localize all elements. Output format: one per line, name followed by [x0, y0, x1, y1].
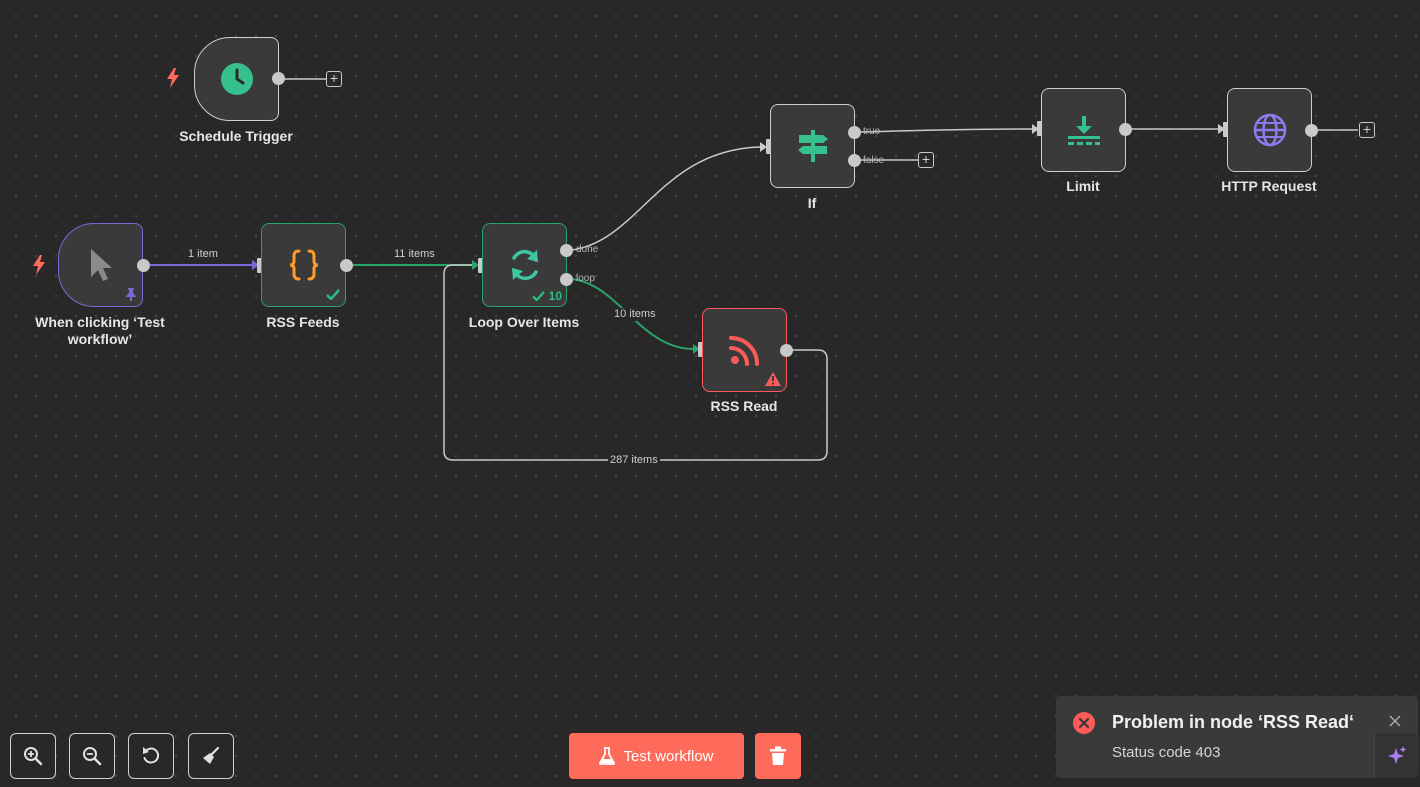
if-label: If: [807, 195, 817, 211]
if-true-label: true: [863, 126, 881, 137]
close-icon[interactable]: [1388, 714, 1402, 728]
schedule-add-button[interactable]: +: [326, 71, 342, 87]
limit-output-handle[interactable]: [1119, 123, 1132, 136]
loop-item-count: 10: [548, 289, 562, 303]
tidy-up-button[interactable]: [188, 733, 234, 779]
check-icon: [326, 289, 340, 300]
test-workflow-label: Test workflow: [623, 747, 714, 765]
test-workflow-button[interactable]: Test workflow: [569, 733, 744, 779]
reset-zoom-button[interactable]: [128, 733, 174, 779]
schedule-trigger-label: Schedule Trigger: [179, 128, 293, 144]
node-manual-trigger[interactable]: [58, 223, 143, 307]
schedule-output-handle[interactable]: [272, 72, 285, 85]
error-icon: [1073, 712, 1095, 734]
edge-label-manual-to-feeds: 1 item: [186, 248, 220, 261]
pin-icon: [126, 288, 136, 301]
http-output-handle[interactable]: [1305, 124, 1318, 137]
rss-read-label: RSS Read: [710, 398, 778, 414]
edge-if-true-to-limit: [857, 128, 1033, 133]
node-limit[interactable]: [1041, 88, 1126, 172]
node-rss-read[interactable]: [702, 308, 787, 392]
zoom-in-icon: [24, 747, 43, 766]
rss-feeds-label: RSS Feeds: [266, 314, 340, 330]
cursor-icon: [90, 249, 112, 281]
warning-icon: [765, 372, 781, 386]
if-false-add-button[interactable]: +: [918, 152, 934, 168]
loop-done-handle[interactable]: [560, 244, 573, 257]
delete-button[interactable]: [755, 733, 801, 779]
manual-output-handle[interactable]: [137, 259, 150, 272]
limit-label: Limit: [1066, 178, 1100, 194]
rss-read-input-handle[interactable]: [698, 342, 705, 357]
if-false-label: false: [863, 155, 885, 166]
if-false-handle[interactable]: [848, 154, 861, 167]
trash-icon: [770, 746, 786, 765]
edge-label-feeds-to-loop: 11 items: [392, 248, 437, 261]
rss-read-output-handle[interactable]: [780, 344, 793, 357]
edge-label-rss-back: 287 items: [608, 454, 660, 467]
loop-done-label: done: [576, 244, 599, 255]
if-input-handle[interactable]: [766, 139, 773, 154]
if-true-handle[interactable]: [848, 126, 861, 139]
node-if[interactable]: [770, 104, 855, 188]
globe-icon: [1253, 113, 1286, 147]
limit-input-handle[interactable]: [1037, 121, 1044, 136]
rss-feeds-input-handle[interactable]: [257, 258, 264, 273]
broom-icon: [203, 746, 220, 764]
loop-label: Loop Over Items: [468, 314, 580, 330]
zoom-out-button[interactable]: [69, 733, 115, 779]
rss-feeds-output-handle[interactable]: [340, 259, 353, 272]
zoom-out-icon: [83, 747, 102, 766]
node-rss-feeds[interactable]: [261, 223, 346, 307]
http-input-handle[interactable]: [1223, 122, 1230, 137]
sparkle-icon: [1388, 745, 1407, 764]
ai-assistant-button[interactable]: [1374, 733, 1419, 778]
code-braces-icon: [289, 249, 318, 281]
limit-icon: [1067, 116, 1100, 145]
loop-loop-label: loop: [576, 273, 595, 284]
error-toast: Problem in node ‘RSS Read‘ Status code 4…: [1056, 696, 1418, 778]
flask-icon: [599, 747, 616, 765]
rss-icon: [728, 336, 759, 366]
refresh-icon: [511, 249, 538, 281]
edge-label-loop-to-rss: 10 items: [612, 308, 658, 321]
http-label: HTTP Request: [1221, 178, 1317, 194]
check-icon: [532, 291, 546, 302]
trigger-bolt-icon: [167, 68, 179, 88]
http-add-button[interactable]: +: [1359, 122, 1375, 138]
trigger-bolt-icon: [33, 255, 45, 275]
toast-message: Status code 403: [1112, 744, 1221, 761]
node-loop-over-items[interactable]: 10: [482, 223, 567, 307]
manual-trigger-label: When clicking ‘Test workflow’: [35, 314, 165, 347]
clock-icon: [220, 63, 253, 95]
toast-title: Problem in node ‘RSS Read‘: [1112, 712, 1355, 732]
node-http-request[interactable]: [1227, 88, 1312, 172]
zoom-in-button[interactable]: [10, 733, 56, 779]
signpost-icon: [797, 130, 828, 162]
loop-loop-handle[interactable]: [560, 273, 573, 286]
node-schedule-trigger[interactable]: [194, 37, 279, 121]
loop-success-badge: 10: [532, 289, 562, 303]
loop-input-handle[interactable]: [478, 258, 485, 273]
reset-zoom-icon: [143, 747, 160, 764]
edge-loop-to-if: [571, 146, 761, 251]
